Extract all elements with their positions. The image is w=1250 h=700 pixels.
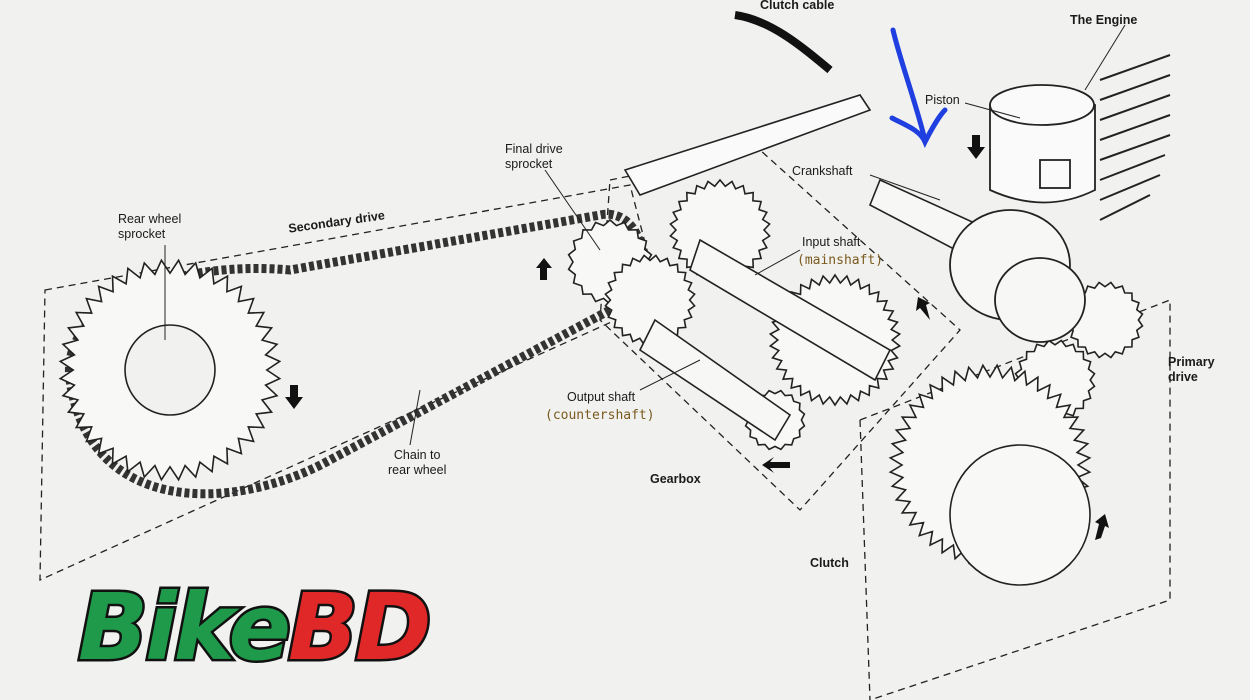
label-output-shaft: Output shaft: [567, 390, 636, 404]
annotation-arrow: [889, 27, 948, 148]
engine-fins: [1099, 54, 1171, 221]
label-gearbox: Gearbox: [650, 472, 701, 486]
clutch-plate: [949, 444, 1091, 586]
clutch-lever: [623, 94, 872, 196]
label-clutch-cable: Clutch cable: [760, 0, 835, 12]
label-piston: Piston: [925, 93, 960, 107]
label-crankshaft: Crankshaft: [792, 164, 853, 178]
label-the-engine: The Engine: [1070, 13, 1138, 27]
sprocket-hub: [124, 324, 216, 416]
leader-lines: [164, 24, 1126, 446]
label-mainshaft: (mainshaft): [797, 253, 884, 268]
crankshaft: [949, 209, 1086, 343]
label-clutch: Clutch: [810, 556, 849, 570]
label-countershaft: (countershaft): [545, 408, 655, 423]
clutch-cable: [734, 11, 833, 74]
direction-arrows: [285, 135, 1109, 540]
label-input-shaft: Input shaft: [802, 235, 861, 249]
bikebd-logo: BikeBD: [76, 574, 434, 681]
piston: [989, 84, 1096, 204]
